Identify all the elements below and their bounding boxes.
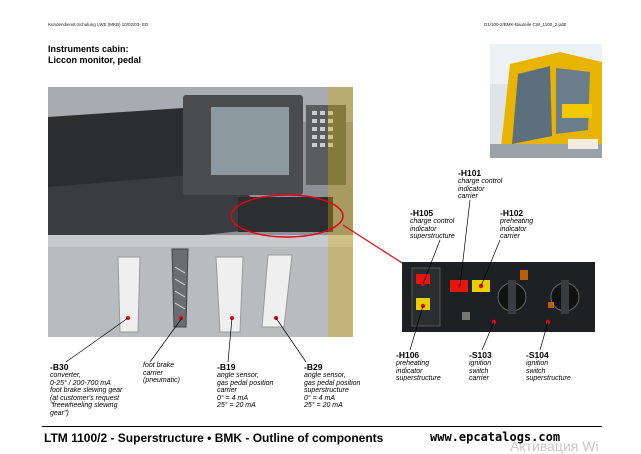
label-b19-line: angle sensor, (217, 372, 259, 379)
label-b19-code: -B19 (217, 362, 236, 372)
label-b19-line: 0° = 4 mA (217, 394, 249, 402)
footer-rule (42, 426, 602, 427)
label-b30-code: -B30 (50, 362, 69, 372)
label-h101-line: carrier (458, 193, 478, 201)
label-s104-line: ignition (526, 360, 549, 367)
label-b29-line: 0° = 4 mA (304, 394, 336, 402)
label-h102: -H102 preheating indicator carrier (500, 208, 533, 241)
label-h105-line: superstructure (410, 233, 455, 241)
label-h101-code: -H101 (458, 168, 482, 178)
label-b29-line: 25° = 20 mA (304, 402, 343, 410)
label-h102-line: indicator (500, 225, 527, 233)
label-s103-line: ignition (469, 360, 492, 367)
section-title-line1: Instruments cabin: (48, 44, 129, 54)
label-b29: -B29 angle sensor, gas pedal position su… (304, 362, 360, 410)
label-s104-line: superstructure (526, 375, 571, 383)
label-b29-line: angle sensor, (304, 372, 346, 379)
label-b30-line: "freewheeling slewing (50, 402, 118, 410)
switch-panel-photo (402, 262, 595, 332)
label-h105-line: charge control (410, 218, 455, 225)
label-s103-code: -S103 (469, 350, 492, 360)
label-foot-brake: foot brake carrier (pneumatic) (143, 362, 180, 385)
header-left: Kundendienst-Schulung LWE (MKB) 10/02/03… (48, 22, 149, 27)
label-b30-line: foot brake slewing gear (50, 387, 123, 395)
footer-title: LTM 1100/2 - Superstructure • BMK - Outl… (44, 431, 384, 445)
label-b19-line: carrier (217, 387, 237, 395)
label-b29-line: gas pedal position (304, 379, 361, 387)
label-b29-line: superstructure (304, 387, 349, 395)
label-h102-code: -H102 (500, 208, 524, 218)
label-s103-line: carrier (469, 375, 489, 383)
cabin-interior-photo (48, 87, 353, 337)
label-b30-line: 0-25° / 200-700 mA (50, 379, 111, 387)
label-s104-code: -S104 (526, 350, 549, 360)
label-b30-line: (at customer's request (50, 394, 120, 402)
label-s103-line: switch (469, 367, 489, 375)
label-b30-line: gear") (50, 409, 69, 417)
label-h106: -H106 preheating indicator superstructur… (396, 350, 441, 383)
label-b19: -B19 angle sensor, gas pedal position ca… (217, 362, 273, 410)
label-h106-code: -H106 (396, 350, 420, 360)
label-foot-brake-line: carrier (143, 369, 163, 377)
label-h106-line: indicator (396, 367, 423, 375)
label-b30-line: converter, (50, 372, 81, 379)
label-b30: -B30 converter, 0-25° / 200-700 mA foot … (50, 362, 122, 418)
label-s104: -S104 ignition switch superstructure (526, 350, 571, 383)
label-h101-line: charge control (458, 178, 503, 185)
section-title-line2: Liccon monitor, pedal (48, 55, 142, 65)
label-foot-brake-line: foot brake (143, 362, 175, 369)
label-h105: -H105 charge control indicator superstru… (410, 208, 455, 241)
label-h101: -H101 charge control indicator carrier (458, 168, 502, 201)
label-h105-code: -H105 (410, 208, 434, 218)
label-foot-brake-line: (pneumatic) (143, 377, 180, 385)
label-b19-line: 25° = 20 mA (217, 402, 256, 410)
label-b19-line: gas pedal position (217, 379, 274, 387)
label-h106-line: superstructure (396, 375, 441, 383)
footer-url[interactable]: www.epcatalogs.com (430, 430, 561, 444)
label-b29-code: -B29 (304, 362, 323, 372)
header-right: D1/100-2/BMK-Bauteile CW_1100_2.pdE (484, 22, 567, 27)
label-h106-line: preheating (396, 360, 430, 367)
label-s104-line: switch (526, 367, 546, 375)
cabin-exterior-photo (490, 44, 602, 158)
label-h101-line: indicator (458, 185, 485, 193)
section-title: Instruments cabin: Liccon monitor, pedal (48, 44, 141, 66)
activation-watermark: Активация Wi (510, 438, 599, 454)
label-h105-line: indicator (410, 225, 437, 233)
label-s103: -S103 ignition switch carrier (469, 350, 492, 383)
label-h102-line: preheating (500, 218, 534, 225)
label-h102-line: carrier (500, 233, 520, 241)
